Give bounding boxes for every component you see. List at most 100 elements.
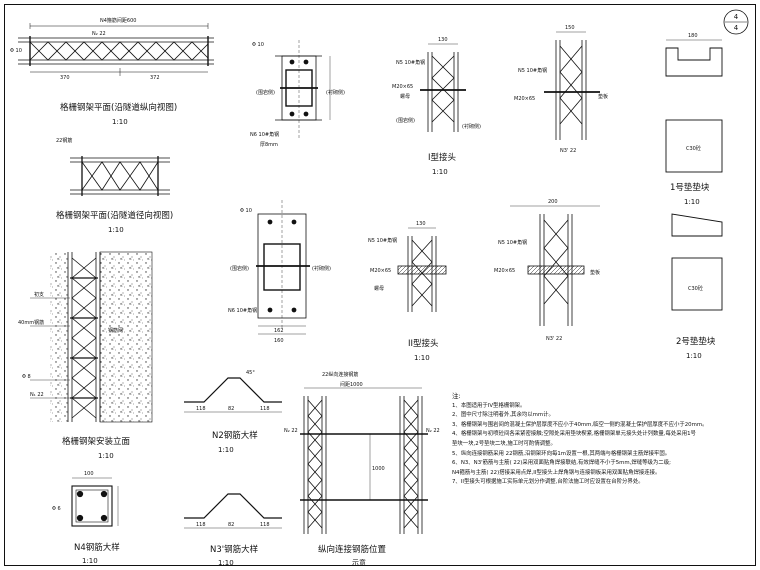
joint1-lining2: (衬砌侧) xyxy=(462,123,481,130)
plan-radial-view xyxy=(70,156,170,196)
note-6: 6、N3、N3'筋筋与主筋( 22)采用双面贴角焊接联结,有效焊缝不小于5mm,… xyxy=(452,460,671,467)
joint1-pad2: (围岩侧) xyxy=(396,117,415,124)
joint2b-n5: N5 10#角钢 xyxy=(498,239,527,246)
joint2b-bolt: M20×65 xyxy=(494,268,515,274)
design-notes: 注: 1、本图适用于IV型格栅钢架。 2、图中尺寸除注明者外,其余均以mm计。 … xyxy=(452,392,722,488)
note-1: 1、本图适用于IV型格栅钢架。 xyxy=(452,402,526,409)
joint1b-bolt: M20×65 xyxy=(514,96,535,102)
joint2-dim-160: 160 xyxy=(274,338,284,344)
plan-longitudinal-view xyxy=(18,23,214,76)
joint2-n6: N6 10#角钢 xyxy=(228,307,257,314)
joint2b-washer: 垫板 xyxy=(590,269,600,276)
n3-rebar xyxy=(184,493,282,529)
joint1-n5: N5 10#角钢 xyxy=(396,59,425,66)
note-5: 5、纵向连接钢筋采用 22钢筋,沿钢架环向每1m设置一根,其两端与格栅钢架主筋焊… xyxy=(452,450,671,457)
install-elevation xyxy=(30,251,153,423)
dim-22: 22钢筋 xyxy=(56,137,72,144)
n2-dim-2: 82 xyxy=(228,406,234,412)
sheet-number: 4 4 xyxy=(723,9,749,35)
mesh-label: 钢筋网 xyxy=(108,327,123,334)
n22-label: N₂ 22 xyxy=(92,31,106,37)
install-scale: 1:10 xyxy=(98,452,114,460)
long-len: 1000 xyxy=(372,466,385,472)
joint1b-n3: N3' 22 xyxy=(560,148,576,154)
n2-dim-1: 118 xyxy=(196,406,206,412)
phi10-label: Φ 10 xyxy=(10,48,22,54)
joint2-dim-162: 162 xyxy=(274,328,284,334)
n4-title: N4钢筋大样 xyxy=(74,542,120,553)
joint2-scale: 1:10 xyxy=(414,354,430,362)
block-1 xyxy=(665,39,723,173)
long-title: 纵向连接钢筋位置 xyxy=(318,544,387,555)
joint1b-n5: N5 10#角钢 xyxy=(518,67,547,74)
joint-type1-section xyxy=(275,40,331,138)
n2-dim-3: 118 xyxy=(260,406,270,412)
joint1-pad: (围岩侧) xyxy=(256,89,275,96)
joint2-phi: Φ 10 xyxy=(240,208,252,214)
rock-label: 初支 xyxy=(34,291,44,298)
joint-type2-elevation xyxy=(510,205,600,326)
joint2-pad: (围岩侧) xyxy=(230,265,249,272)
n2-title: N2钢筋大样 xyxy=(212,430,258,441)
n3-dim-1: 118 xyxy=(196,522,206,528)
joint1b-dim-150: 150 xyxy=(565,25,575,31)
long-spacing: 间距1000 xyxy=(340,381,363,388)
sheet-frame xyxy=(4,4,756,566)
block1-scale: 1:10 xyxy=(684,198,700,206)
dim-370: 370 xyxy=(60,75,70,81)
long-top-label: 22纵向连接钢筋 xyxy=(322,371,358,378)
joint1-nut: 螺母 xyxy=(400,93,410,100)
n1-label: N₁ 22 xyxy=(30,392,44,398)
svg-text:4: 4 xyxy=(734,24,739,32)
n2-scale: 1:10 xyxy=(218,446,234,454)
n4-phi: Φ 6 xyxy=(52,506,61,512)
note-2: 2、图中尺寸除注明者外,其余均以mm计。 xyxy=(452,412,554,419)
joint2-bolt: M20×65 xyxy=(370,268,391,274)
block1-dim: 180 xyxy=(688,33,698,39)
phi8-label: Φ 8 xyxy=(22,374,31,380)
plan-b-scale: 1:10 xyxy=(108,226,124,234)
note-7: 7、II型接头可根据施工实际单元划分作调整,台阶法施工时应设置在台阶分界处。 xyxy=(452,479,644,486)
long-n22: N₂ 22 xyxy=(284,428,298,434)
block1-c30: C30砼 xyxy=(686,145,701,152)
joint1-phi: Φ 10 xyxy=(252,42,264,48)
joint-type2-detail xyxy=(397,227,447,312)
joint2-dim-130: 130 xyxy=(416,221,426,227)
n3-dim-3: 118 xyxy=(260,522,270,528)
joint1-bolt: M20×65 xyxy=(392,84,413,90)
n2-angle: 45° xyxy=(246,370,255,376)
note-4b: 垫块一块,2号垫块二块,施工时可酌情调整。 xyxy=(452,440,556,447)
joint-type2-section xyxy=(256,200,310,335)
dim-372: 372 xyxy=(150,75,160,81)
plan-b-title: 格栅钢架平面(沿隧道径向视图) xyxy=(56,210,173,221)
joint1-title: I型接头 xyxy=(428,152,457,163)
joint1-n6: N6 10#角钢 xyxy=(250,131,279,138)
joint2b-dim-200: 200 xyxy=(548,199,558,205)
joint1b-washer: 垫板 xyxy=(598,93,608,100)
joint2b-n3: N3' 22 xyxy=(546,336,562,342)
spacing-label: N4箍筋间距600 xyxy=(100,17,136,24)
note-4: 4、格栅钢架与初喷砼间各采紧密接触;空隙处采用垫块楔紧,格栅钢架单元接头处计列数… xyxy=(452,431,696,438)
note-6b: N4箍筋与主筋( 22)搭接采用点焊,II型接头上焊角钢与连接钢板采用双面贴角焊… xyxy=(452,469,661,476)
joint1-plate: 厚8mm xyxy=(260,142,278,148)
note-3: 3、格栅钢架与围岩间的混凝土保护层厚度不应小于40mm,临空一侧的混凝土保护层厚… xyxy=(452,421,708,428)
n4-scale: 1:10 xyxy=(82,557,98,565)
joint2-title: II型接头 xyxy=(408,338,439,349)
block1-title: 1号垫垫块 xyxy=(670,182,710,193)
n3-scale: 1:10 xyxy=(218,559,234,567)
notes-heading: 注: xyxy=(452,392,461,400)
joint1-scale: 1:10 xyxy=(432,168,448,176)
joint2-n5: N5 10#角钢 xyxy=(368,237,397,244)
joint1-lining: (衬砌侧) xyxy=(326,89,345,96)
block-2 xyxy=(671,213,723,311)
plan-a-scale: 1:10 xyxy=(112,118,128,126)
conc-label: 40mm钢筋 xyxy=(18,319,44,326)
long-scale: 示意 xyxy=(352,558,366,567)
install-title: 格栅钢架安装立面 xyxy=(62,436,131,447)
joint2-lining: (衬砌侧) xyxy=(312,265,331,272)
joint-type1-elevation xyxy=(544,31,600,140)
block2-scale: 1:10 xyxy=(686,352,702,360)
n3-dim-2: 82 xyxy=(228,522,234,528)
